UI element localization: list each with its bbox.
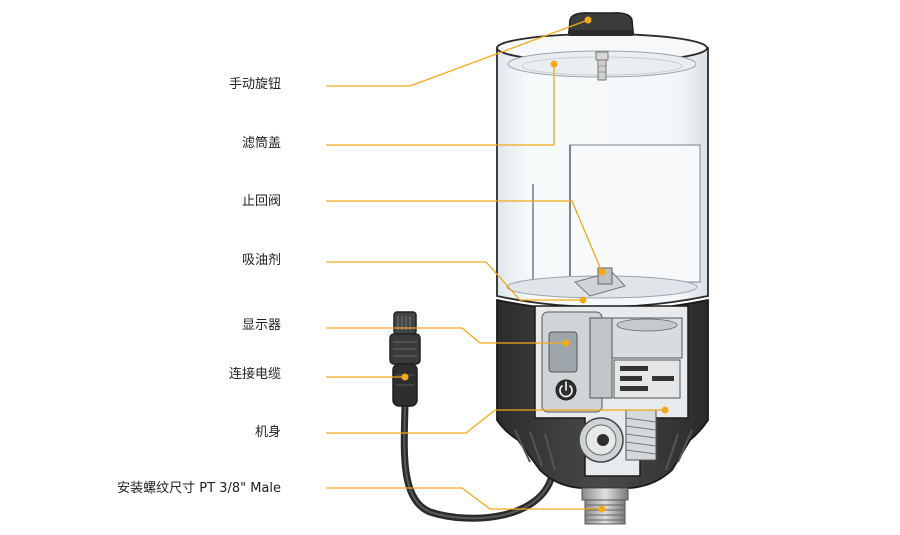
label-mount-thread: 安装螺纹尺寸 PT 3/8" Male bbox=[117, 481, 281, 496]
dot-display bbox=[562, 339, 570, 347]
callout-dots bbox=[401, 16, 669, 513]
dot-check-valve bbox=[598, 268, 606, 276]
leader-oil-absorbent bbox=[326, 261, 583, 301]
dot-body bbox=[661, 406, 669, 414]
label-display: 显示器 bbox=[241, 318, 281, 333]
leader-manual-knob bbox=[326, 19, 589, 87]
leader-body bbox=[326, 409, 665, 434]
mount-thread bbox=[581, 487, 629, 525]
body bbox=[496, 298, 709, 489]
cable-connector bbox=[389, 311, 421, 407]
leader-filter-cover bbox=[326, 64, 555, 146]
leader-mount-thread bbox=[326, 487, 602, 510]
label-oil-absorbent: 吸油剂 bbox=[241, 253, 281, 268]
label-body: 机身 bbox=[254, 425, 281, 440]
dot-mount-thread bbox=[598, 505, 606, 513]
connection-cable bbox=[400, 401, 556, 522]
dot-manual-knob bbox=[584, 16, 592, 24]
dot-connection-cable bbox=[401, 373, 409, 381]
leader-display bbox=[326, 327, 566, 344]
label-connection-cable: 连接电缆 bbox=[228, 367, 281, 382]
label-check-valve: 止回阀 bbox=[241, 194, 281, 209]
dot-filter-cover bbox=[550, 60, 558, 68]
label-manual-knob: 手动旋钮 bbox=[228, 77, 281, 92]
power-icon bbox=[559, 381, 573, 398]
leader-lines bbox=[326, 19, 665, 510]
dot-oil-absorbent bbox=[579, 296, 587, 304]
label-filter-cover: 滤筒盖 bbox=[241, 136, 281, 151]
manual-knob bbox=[568, 12, 634, 36]
leader-check-valve bbox=[326, 200, 603, 273]
reservoir bbox=[496, 33, 709, 308]
